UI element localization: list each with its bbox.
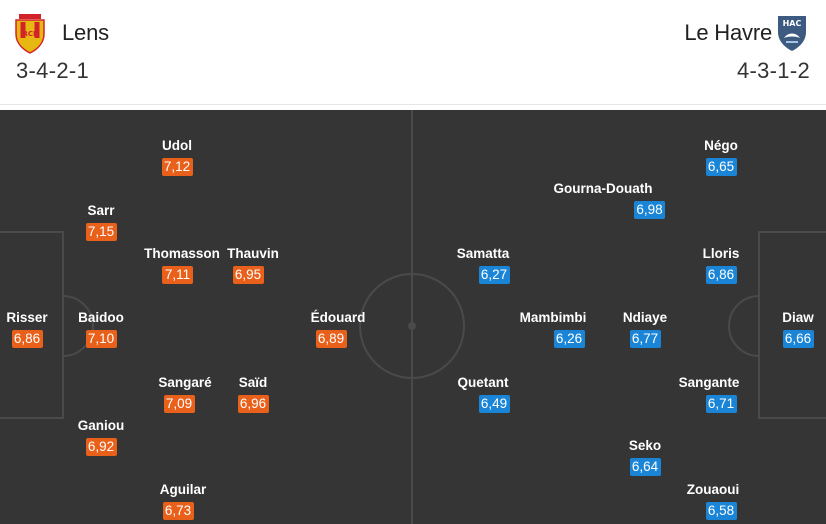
player-rating: 6,58 [705, 502, 737, 520]
home-player-risser[interactable]: Risser 6,86 [0, 310, 72, 348]
away-player-ndiaye[interactable]: Ndiaye 6,77 [600, 310, 690, 348]
match-header: RCL Lens 3-4-2-1 Le Havre 4-3-1-2 HAC [0, 0, 826, 105]
away-player-diaw[interactable]: Diaw 6,66 [753, 310, 826, 348]
player-name: Udol [162, 138, 192, 153]
home-player-sangare[interactable]: Sangaré 7,09 [140, 375, 230, 413]
pitch: Risser 6,86 Sarr 7,15 Baidoo 7,10 Ganiou… [0, 110, 826, 524]
player-rating: 7,12 [161, 158, 193, 176]
away-player-seko[interactable]: Seko 6,64 [600, 438, 690, 476]
player-name: Saïd [238, 375, 268, 390]
player-name: Zouaoui [686, 482, 740, 497]
player-name: Diaw [782, 310, 814, 325]
player-name: Négo [704, 138, 738, 153]
player-rating: 6,86 [705, 266, 737, 284]
player-rating: 6,92 [85, 438, 117, 456]
player-rating: 6,73 [162, 502, 194, 520]
player-rating: 7,11 [162, 266, 193, 284]
home-player-thauvin[interactable]: Thauvin 6,95 [208, 246, 298, 284]
player-rating: 6,64 [629, 458, 661, 476]
player-name: Seko [628, 438, 662, 453]
away-player-lloris[interactable]: Lloris 6,86 [676, 246, 766, 284]
player-rating: 6,65 [705, 158, 737, 176]
home-player-aguilar[interactable]: Aguilar 6,73 [138, 482, 228, 520]
home-player-sarr[interactable]: Sarr 7,15 [56, 203, 146, 241]
away-formation: 4-3-1-2 [736, 58, 810, 83]
player-rating: 6,26 [553, 330, 585, 348]
player-rating: 6,49 [478, 395, 510, 413]
away-player-nego[interactable]: Négo 6,65 [676, 138, 766, 176]
svg-text:HAC: HAC [783, 19, 802, 28]
player-rating: 6,77 [629, 330, 661, 348]
player-name: Risser [6, 310, 48, 325]
away-player-gourna-douath[interactable]: Gourna-Douath 6,98 [554, 181, 665, 219]
svg-text:RCL: RCL [23, 30, 39, 38]
player-name: Quetant [457, 375, 509, 390]
home-player-udol[interactable]: Udol 7,12 [132, 138, 222, 176]
away-player-samatta[interactable]: Samatta 6,27 [438, 246, 528, 284]
pitch-markings [0, 110, 826, 524]
player-rating: 6,89 [315, 330, 347, 348]
player-name: Aguilar [159, 482, 207, 497]
away-player-quetant[interactable]: Quetant 6,49 [438, 375, 528, 413]
le-havre-crest-icon[interactable]: HAC [776, 12, 812, 54]
player-name: Sangaré [158, 375, 212, 390]
player-rating: 6,98 [634, 201, 665, 219]
home-team-name[interactable]: Lens [62, 20, 109, 45]
player-name: Thomasson [144, 246, 220, 261]
home-player-thomasson[interactable]: Thomasson 7,11 [137, 246, 227, 284]
player-name: Thauvin [227, 246, 279, 261]
player-name: Mambimbi [519, 310, 587, 325]
player-rating: 7,10 [85, 330, 117, 348]
home-formation: 3-4-2-1 [16, 58, 90, 83]
away-team-name[interactable]: Le Havre [684, 20, 772, 45]
home-player-edouard[interactable]: Édouard 6,89 [293, 310, 383, 348]
player-name: Samatta [456, 246, 510, 261]
away-player-sangante[interactable]: Sangante 6,71 [664, 375, 754, 413]
home-player-baidoo[interactable]: Baidoo 7,10 [56, 310, 146, 348]
player-name: Baidoo [78, 310, 124, 325]
player-name: Sangante [678, 375, 740, 390]
player-rating: 7,15 [85, 223, 117, 241]
home-player-said[interactable]: Saïd 6,96 [208, 375, 298, 413]
player-rating: 6,71 [705, 395, 737, 413]
away-player-zouaoui[interactable]: Zouaoui 6,58 [668, 482, 758, 520]
player-name: Lloris [702, 246, 740, 261]
player-rating: 6,95 [232, 266, 264, 284]
player-rating: 6,96 [237, 395, 269, 413]
player-rating: 6,66 [782, 330, 814, 348]
player-name: Ganiou [77, 418, 125, 433]
away-player-mambimbi[interactable]: Mambimbi 6,26 [508, 310, 598, 348]
rc-lens-crest-icon[interactable]: RCL [12, 12, 48, 54]
player-name: Gourna-Douath [553, 181, 653, 196]
player-rating: 6,27 [478, 266, 510, 284]
player-name: Ndiaye [622, 310, 668, 325]
player-rating: 6,86 [11, 330, 43, 348]
home-player-ganiou[interactable]: Ganiou 6,92 [56, 418, 146, 456]
player-rating: 7,09 [163, 395, 195, 413]
player-name: Sarr [87, 203, 115, 218]
player-name: Édouard [310, 310, 366, 325]
